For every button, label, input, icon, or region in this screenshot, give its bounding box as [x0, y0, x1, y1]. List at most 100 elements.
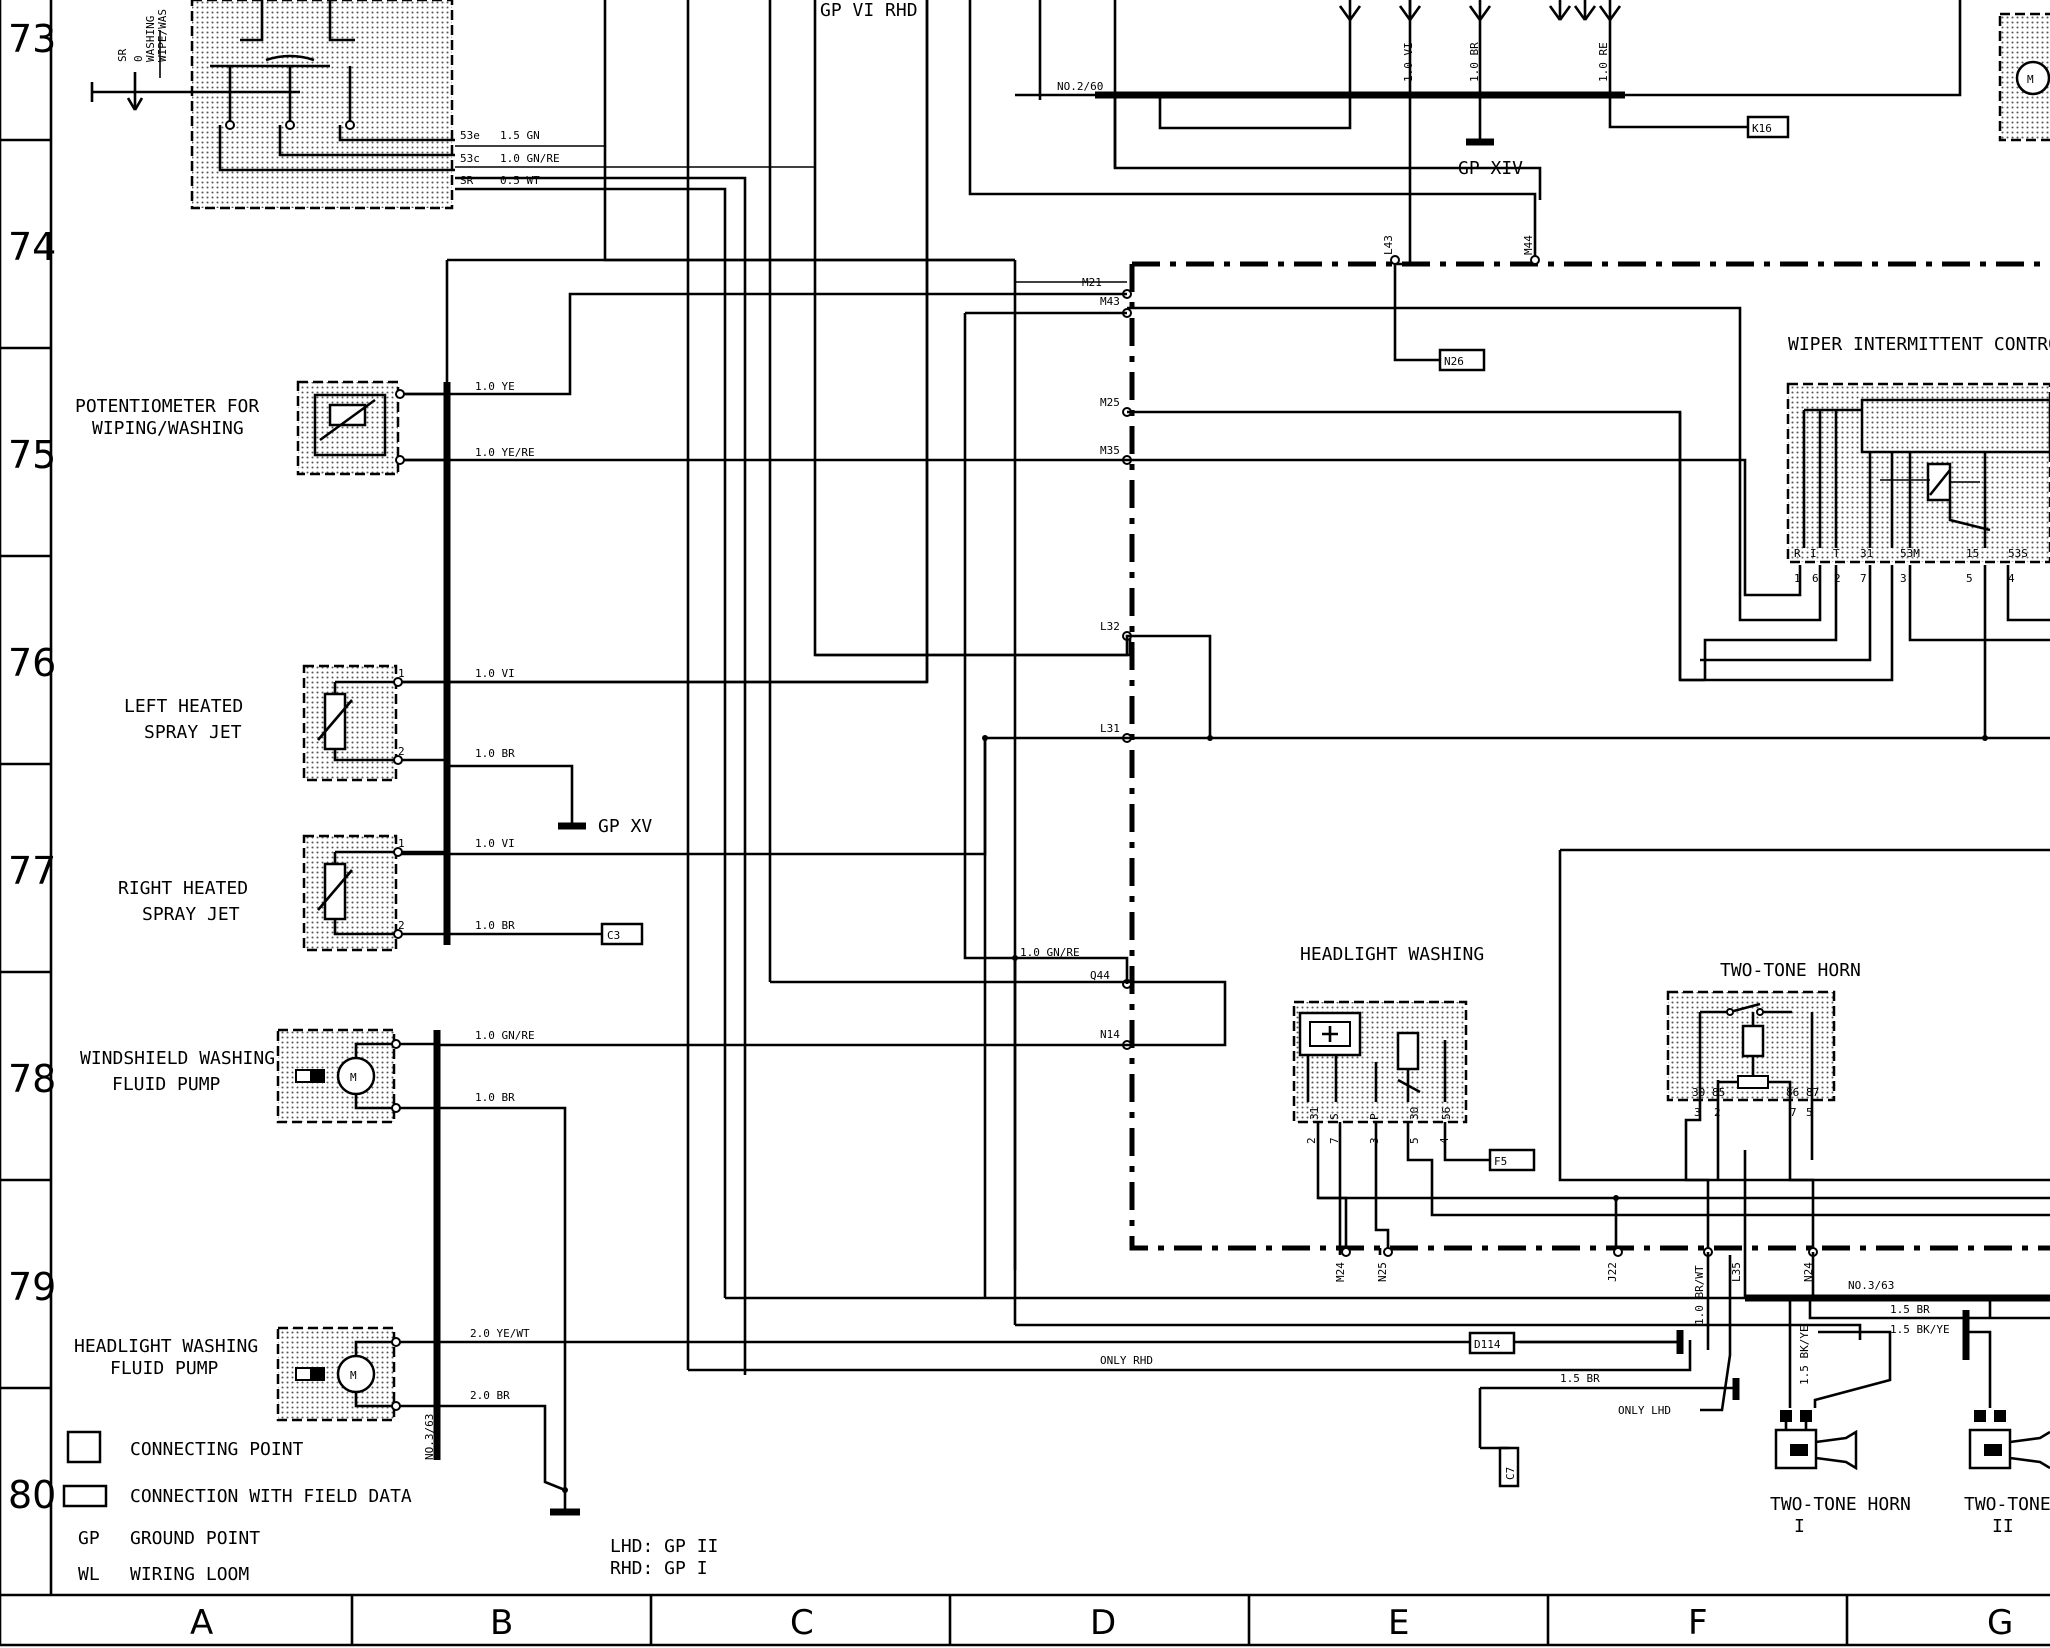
horn-1: TWO-TONE HORN I [1770, 1410, 1911, 1537]
svg-text:4: 4 [2008, 572, 2015, 585]
svg-text:SPRAY JET: SPRAY JET [142, 904, 240, 925]
svg-text:M: M [350, 1071, 357, 1084]
control-unit-boundary [1129, 261, 2050, 1251]
svg-text:M: M [350, 1369, 357, 1382]
svg-text:I: I [1810, 547, 1817, 560]
connector-f5: F5 [1494, 1155, 1507, 1168]
svg-text:WIRING LOOM: WIRING LOOM [130, 1564, 249, 1585]
svg-text:Q44: Q44 [1090, 969, 1110, 982]
svg-text:M25: M25 [1100, 396, 1120, 409]
svg-text:1.0 GN/RE: 1.0 GN/RE [500, 152, 560, 165]
headlight-washing-relay: HEADLIGHT WASHING [1292, 944, 1484, 1124]
svg-text:GP XV: GP XV [598, 816, 652, 837]
svg-text:3: 3 [1368, 1137, 1381, 1144]
svg-text:56: 56 [1440, 1107, 1453, 1120]
connector-d114: D114 [1474, 1338, 1501, 1351]
column-label: A [190, 1603, 213, 1643]
wiper-switch [90, 0, 455, 210]
connector-k16: K16 [1752, 122, 1772, 135]
svg-text:1.0 YE: 1.0 YE [475, 380, 515, 393]
svg-text:WIPING/WASHING: WIPING/WASHING [92, 418, 244, 439]
svg-text:J22: J22 [1606, 1262, 1619, 1282]
svg-text:ONLY RHD: ONLY RHD [1100, 1354, 1153, 1367]
svg-text:53c: 53c [460, 152, 480, 165]
switch-wires [445, 0, 1962, 1375]
horn-wires [1558, 848, 2050, 1248]
svg-text:30: 30 [1692, 1086, 1705, 1099]
row-label: 79 [8, 1265, 56, 1309]
svg-text:1.5 BR: 1.5 BR [1890, 1303, 1930, 1316]
svg-text:1.0 RE: 1.0 RE [1597, 42, 1610, 82]
svg-text:M43: M43 [1100, 295, 1120, 308]
svg-text:7: 7 [1328, 1137, 1341, 1144]
terminal-points [1122, 255, 1818, 1257]
svg-text:1.0 GN/RE: 1.0 GN/RE [475, 1029, 535, 1042]
svg-text:6: 6 [1812, 572, 1819, 585]
svg-text:1.0 VI: 1.0 VI [475, 667, 515, 680]
svg-text:L32: L32 [1100, 620, 1120, 633]
svg-text:53M: 53M [1900, 547, 1920, 560]
svg-text:FLUID PUMP: FLUID PUMP [112, 1074, 221, 1095]
svg-text:M24: M24 [1334, 1262, 1347, 1282]
svg-text:WASHING: WASHING [144, 16, 157, 62]
svg-text:7: 7 [1790, 1106, 1797, 1119]
svg-text:NO.3/63: NO.3/63 [423, 1414, 436, 1460]
svg-text:R: R [1794, 547, 1801, 560]
horn-relay: TWO-TONE HORN [1666, 960, 1861, 1102]
svg-text:2.0 YE/WT: 2.0 YE/WT [470, 1327, 530, 1340]
hl-washing-label: HEADLIGHT WASHING [1300, 944, 1484, 965]
misc-wire-labels: 1.0 GN/RE N26 [1020, 264, 1486, 959]
svg-text:WIPE/WAS: WIPE/WAS [156, 9, 169, 62]
column-labels: A B C D E F G [190, 1603, 2013, 1643]
junctions [444, 92, 1988, 961]
svg-text:CONNECTING POINT: CONNECTING POINT [130, 1439, 304, 1460]
horn-2: TWO-TONE II [1964, 1410, 2050, 1537]
svg-text:1: 1 [398, 667, 405, 680]
svg-text:0: 0 [132, 55, 145, 62]
svg-text:M44: M44 [1522, 235, 1535, 255]
headlight-pump: M HEADLIGHT WASHING FLUID PUMP 2.0 YE/WT… [74, 1326, 1680, 1516]
horn-output: 1.0 BR/WT ONLY LHD NO.3/63 1.5 BR 1.5 BK… [1468, 1252, 2050, 1488]
svg-text:1: 1 [398, 837, 405, 850]
svg-text:N25: N25 [1376, 1262, 1389, 1282]
gp-vi-label: GP VI RHD [820, 0, 918, 21]
svg-text:86: 86 [1786, 1086, 1799, 1099]
column-label: E [1388, 1603, 1409, 1643]
svg-text:NO.3/63: NO.3/63 [1848, 1279, 1894, 1292]
connector-n26: N26 [1444, 355, 1464, 368]
svg-text:SR: SR [460, 174, 474, 187]
row-label: 76 [8, 641, 56, 685]
svg-text:M: M [2027, 73, 2034, 86]
terminal-labels: M21 M43 M25 M35 L32 L31 Q44 N14 L43 M44 … [1082, 235, 1815, 1282]
svg-text:NO.2/60: NO.2/60 [1057, 80, 1103, 93]
svg-text:SR: SR [116, 48, 129, 62]
svg-text:7: 7 [1860, 572, 1867, 585]
wiper-motor-top: M [1998, 12, 2050, 142]
row-label: 74 [8, 225, 56, 269]
svg-text:FLUID PUMP: FLUID PUMP [110, 1358, 219, 1379]
horn-1-label: TWO-TONE HORN [1770, 1494, 1911, 1515]
column-label: F [1688, 1603, 1708, 1643]
row-label: 78 [8, 1057, 56, 1101]
svg-text:GROUND POINT: GROUND POINT [130, 1528, 260, 1549]
svg-text:5: 5 [1806, 1106, 1813, 1119]
svg-text:I: I [1794, 1516, 1805, 1537]
horn-2-label: TWO-TONE [1964, 1494, 2050, 1515]
hl-pump-label: HEADLIGHT WASHING [74, 1336, 258, 1357]
svg-text:GP: GP [78, 1528, 100, 1549]
svg-text:1.0 BR: 1.0 BR [475, 919, 515, 932]
svg-text:M35: M35 [1100, 444, 1120, 457]
svg-text:2: 2 [398, 919, 405, 932]
svg-text:1.5 BR: 1.5 BR [1560, 1372, 1600, 1385]
svg-text:1.0 GN/RE: 1.0 GN/RE [1020, 946, 1080, 959]
svg-text:1.0 VI: 1.0 VI [1402, 42, 1415, 82]
svg-text:CONNECTION WITH FIELD DATA: CONNECTION WITH FIELD DATA [130, 1486, 412, 1507]
svg-text:1: 1 [1794, 572, 1801, 585]
svg-text:1.5 GN: 1.5 GN [500, 129, 540, 142]
svg-text:3: 3 [1694, 1106, 1701, 1119]
svg-text:S: S [1328, 1113, 1341, 1120]
svg-text:85: 85 [1712, 1086, 1725, 1099]
column-label: C [790, 1603, 814, 1643]
svg-text:1.0 BR: 1.0 BR [475, 747, 515, 760]
